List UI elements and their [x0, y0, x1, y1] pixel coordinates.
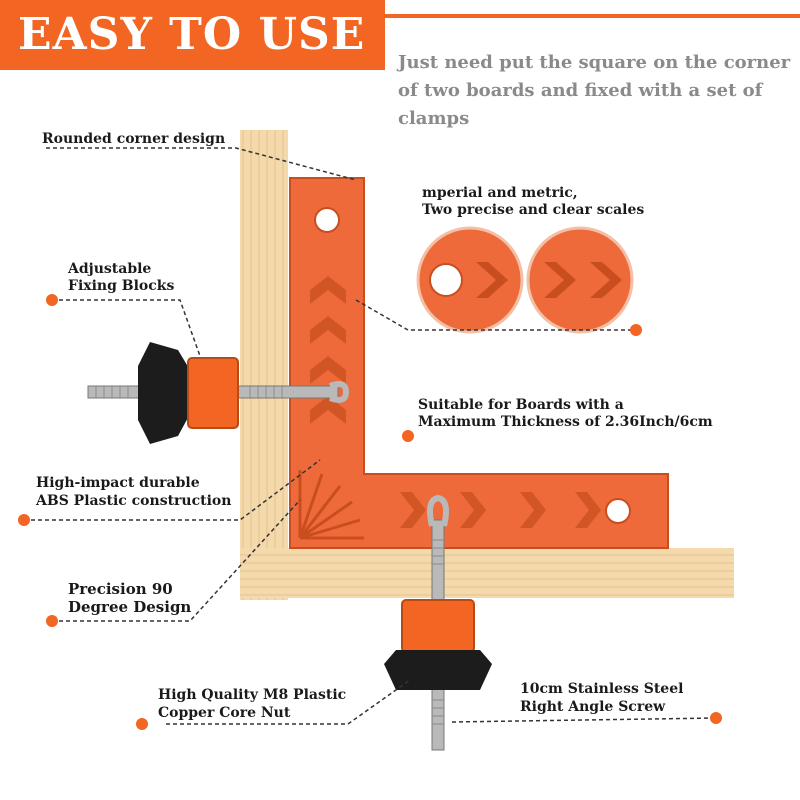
callout-dot-icon [710, 712, 722, 724]
corner-fan [298, 470, 364, 540]
callout-dot-icon [46, 615, 58, 627]
knob-bottom [384, 650, 492, 690]
banner-title: EASY TO USE [18, 9, 366, 60]
scale-lens-metric [526, 226, 634, 334]
square-hole-top [314, 207, 340, 233]
callout-dot-icon [18, 514, 30, 526]
callout-dot-icon [630, 324, 642, 336]
header-accent-line [385, 14, 800, 18]
vertical-board [240, 130, 288, 600]
callout-fixing-blocks-line1: Adjustable [68, 261, 152, 277]
fixing-block-bottom [401, 599, 475, 653]
callout-dot-icon [402, 430, 414, 442]
callout-fixing-blocks-line2: Fixing Blocks [68, 278, 175, 294]
callout-dot-icon [46, 294, 58, 306]
callout-rounded-corner: Rounded corner design [42, 131, 226, 147]
header-banner [0, 0, 385, 70]
callout-abs-line2: ABS Plastic construction [36, 493, 232, 509]
fixing-block-left [187, 357, 239, 429]
callout-degree-line1: Precision 90 [68, 580, 173, 598]
callout-boards-line1: Suitable for Boards with a [418, 397, 624, 413]
callout-abs-line1: High-impact durable [36, 475, 200, 491]
intro-text: Just need put the square on the corner o… [398, 52, 791, 129]
knob-left [138, 342, 190, 444]
chevrons-vertical [310, 276, 346, 424]
callout-nut-line2: Copper Core Nut [158, 705, 291, 721]
callout-screw-line1: 10cm Stainless Steel [520, 681, 684, 697]
callout-scales-line2: Two precise and clear scales [422, 202, 645, 218]
callout-nut-line1: High Quality M8 Plastic [158, 687, 347, 703]
square-hole-right [605, 498, 631, 524]
scale-lens-imperial [416, 226, 524, 334]
callout-screw-line2: Right Angle Screw [520, 699, 666, 715]
leader-lines [24, 147, 717, 725]
horizontal-board [240, 548, 734, 598]
callout-degree-line2: Degree Design [68, 598, 192, 616]
chevrons-horizontal [400, 492, 601, 528]
callout-dot-icon [136, 718, 148, 730]
callout-scales-line1: mperial and metric, [422, 185, 578, 201]
callout-boards-line2: Maximum Thickness of 2.36Inch/6cm [418, 414, 713, 430]
